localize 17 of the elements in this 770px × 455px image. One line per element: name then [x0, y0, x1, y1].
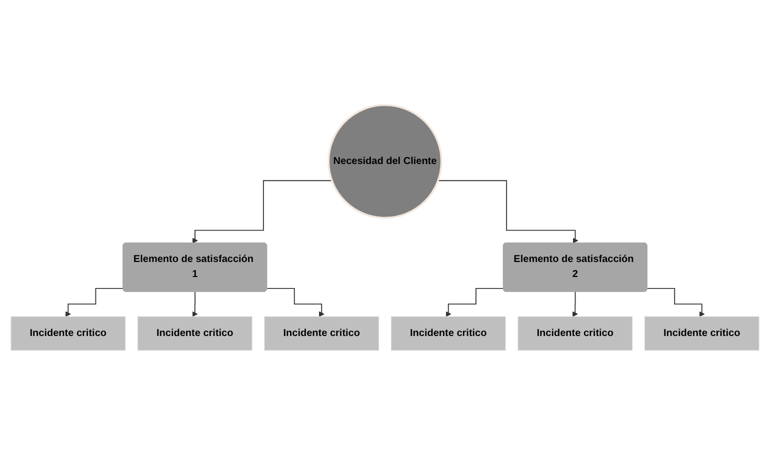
- process-box: Incidente critico: [264, 316, 380, 350]
- arrow: [266, 288, 324, 317]
- need-circle: Necesidad del Cliente: [328, 104, 442, 219]
- arrow: [572, 291, 578, 317]
- process-box: Elemento de satisfacción 2: [502, 242, 648, 292]
- process-box: Incidente critico: [10, 316, 126, 350]
- arrow: [438, 180, 578, 244]
- process-box: Incidente critico: [137, 316, 252, 350]
- arrow: [192, 180, 332, 244]
- arrow: [192, 291, 198, 317]
- process-box: Incidente critico: [518, 316, 633, 350]
- arrow: [646, 288, 705, 317]
- arrow: [65, 288, 124, 317]
- process-box: Elemento de satisfacción 1: [122, 242, 268, 292]
- process-box: Incidente critico: [390, 316, 506, 350]
- process-box: Incidente critico: [644, 316, 760, 350]
- arrow: [446, 288, 504, 317]
